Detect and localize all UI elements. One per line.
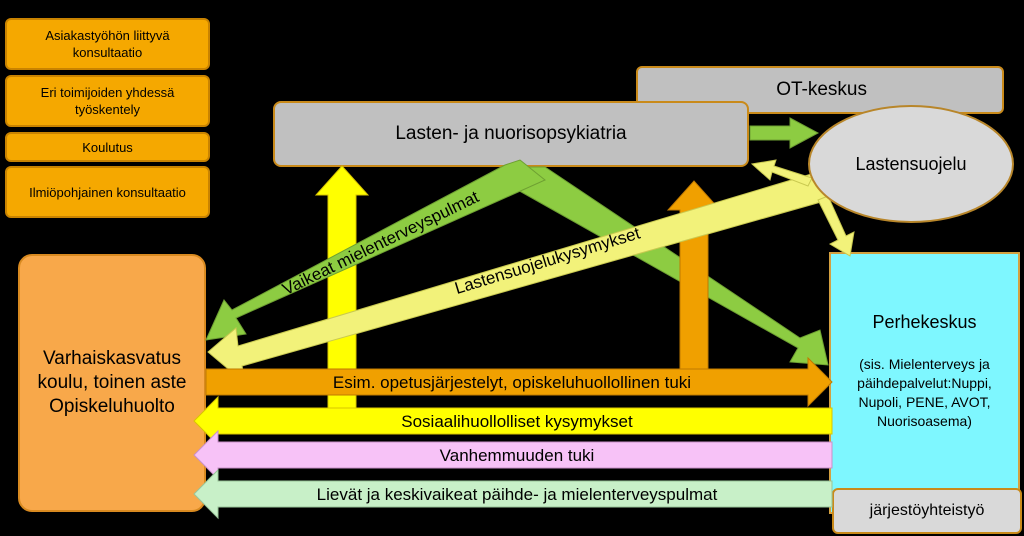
psykiatria-box: Lasten- ja nuorisopsykiatria [273, 101, 749, 167]
psykiatria-label: Lasten- ja nuorisopsykiatria [395, 123, 627, 144]
arrow-lastensuojelu-to-perhekeskus [817, 195, 855, 257]
arrow-vaikeat-mielenterveyspulmat [205, 159, 546, 341]
legend-yhdessa-tyoskentely: Eri toimijoiden yhdessä työskentely [5, 75, 210, 127]
legend-label: Ilmiöpohjainen konsultaatio [29, 184, 186, 200]
paihde-label: Lievät ja keskivaikeat päihde- ja mielen… [317, 485, 718, 504]
lastensuojelu-label: Lastensuojelu [855, 154, 966, 174]
legend-asiakastyo: Asiakastyöhön liittyvä konsultaatio [5, 18, 210, 70]
lastensuojelu-ellipse [808, 105, 1014, 223]
legend-label: Koulutus [82, 139, 133, 155]
varhaiskasvatus-box: Varhaiskasvatus koulu, toinen aste Opisk… [18, 254, 206, 512]
arrow-sosiaalihuolto [193, 395, 833, 447]
arrow-paihde [193, 468, 833, 520]
perhekeskus-box: Perhekeskus (sis. Mielenterveys ja päihd… [829, 252, 1020, 514]
jarjestoyhteistyo-label: järjestöyhteistyö [869, 502, 985, 519]
opetus-label: Esim. opetusjärjestelyt, opiskeluhuollol… [333, 373, 691, 392]
ot-keskus-label: OT-keskus [776, 79, 867, 100]
arrow-opetusjarjestelyt [205, 356, 833, 408]
perhekeskus-title: Perhekeskus [872, 312, 977, 332]
varhaiskasvatus-label: Varhaiskasvatus koulu, toinen aste Opisk… [37, 348, 187, 417]
legend-label: Eri toimijoiden yhdessä työskentely [40, 85, 175, 117]
vanhemmuus-label: Vanhemmuuden tuki [440, 446, 595, 465]
arrow-psykiatria-to-lastensuojelu [749, 117, 820, 149]
arrow-lastensuojelukysymykset [207, 171, 829, 386]
arrow-psykiatria-to-perhekeskus [499, 166, 829, 366]
arrow-vanhemmuus [193, 429, 833, 481]
arrow-lastensuojelu-to-psykiatria [750, 159, 813, 187]
jarjestoyhteistyo-box: järjestöyhteistyö [832, 488, 1022, 534]
perhekeskus-detail: (sis. Mielenterveys ja päihdepalvelut:Nu… [857, 356, 992, 429]
legend-label: Asiakastyöhön liittyvä konsultaatio [45, 28, 170, 60]
legend-ilmiopohjainen: Ilmiöpohjainen konsultaatio [5, 166, 210, 218]
sosiaalihuolto-label: Sosiaalihuollolliset kysymykset [401, 412, 633, 431]
legend-koulutus: Koulutus [5, 132, 210, 162]
